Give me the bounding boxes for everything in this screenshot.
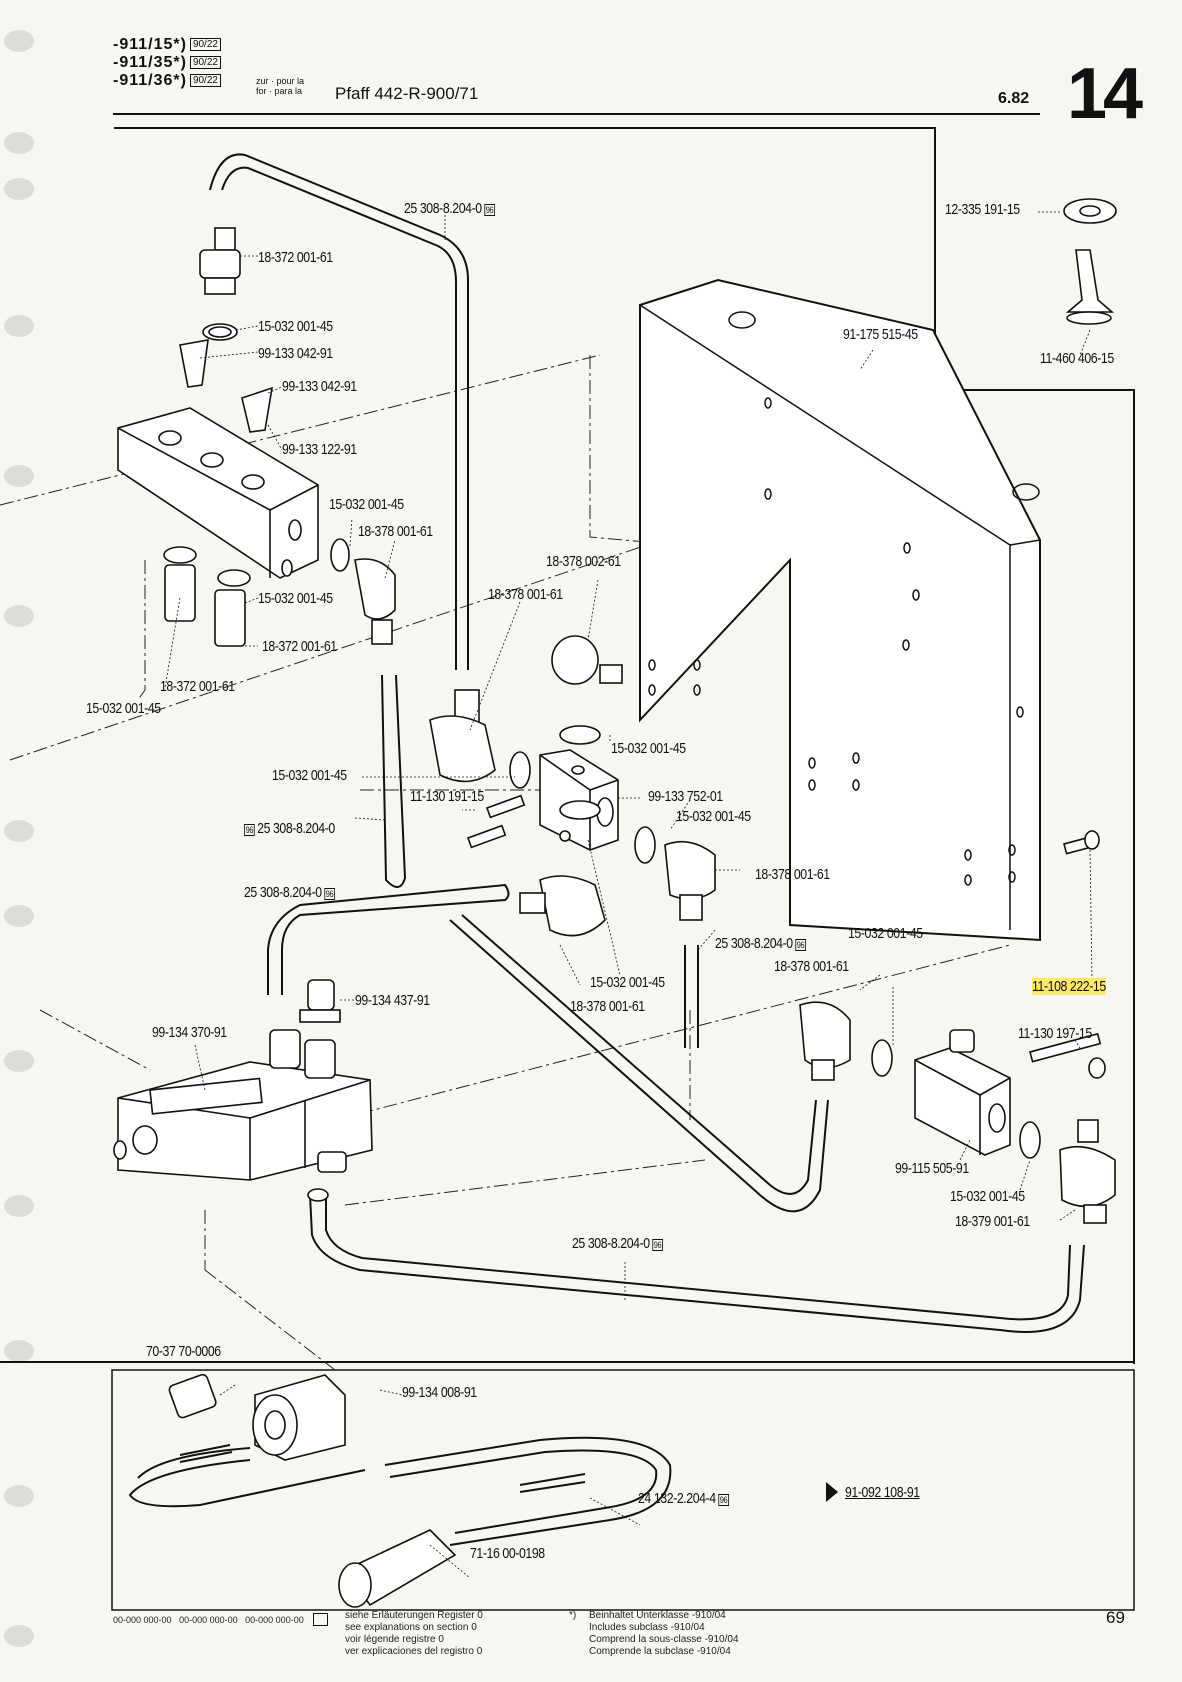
binder-hole: [4, 1050, 34, 1072]
part-label: 18-378 001-61: [774, 958, 849, 975]
part-label: 15-032 001-45: [329, 496, 404, 513]
part-label: 18-378 001-61: [488, 586, 563, 603]
part-label: 15-032 001-45: [272, 767, 347, 784]
part-label: 18-378 002-61: [546, 553, 621, 570]
part-label: 11-460 406-15: [1040, 350, 1114, 367]
part-label: 18-372 001-61: [258, 249, 333, 266]
for-label: zur · pour la for · para la: [256, 76, 304, 96]
placeholder-number: 00-000 000-00: [179, 1615, 238, 1625]
part-label: 99-134 008-91: [402, 1384, 477, 1401]
binder-hole: [4, 465, 34, 487]
binder-hole: [4, 820, 34, 842]
model-line: -911/15*)90/22: [113, 36, 221, 54]
part-label: 15-032 001-45: [950, 1188, 1025, 1205]
part-label: 15-032 001-45: [258, 590, 333, 607]
part-label: 91-175 515-45: [843, 326, 918, 343]
subclass-note: Beinhaltet Unterklasse -910/04 Includes …: [589, 1610, 739, 1657]
part-label: 11-130 191-15: [410, 788, 484, 805]
part-label: 15-032 001-45: [676, 808, 751, 825]
binder-hole: [4, 30, 34, 52]
part-label: 18-378 001-61: [358, 523, 433, 540]
binder-hole: [4, 132, 34, 154]
section-number: 14: [1067, 54, 1143, 134]
model-line: -911/35*)90/22: [113, 54, 221, 72]
part-label: 15-032 001-45: [611, 740, 686, 757]
note-mark: *): [569, 1610, 577, 1621]
part-label: 18-372 001-61: [160, 678, 235, 695]
part-label: 99-133 042-91: [282, 378, 357, 395]
part-label: 11-130 197-15: [1018, 1025, 1092, 1042]
placeholder-number: 00-000 000-00: [245, 1615, 304, 1625]
binder-hole: [4, 905, 34, 927]
part-label: 15-032 001-45: [258, 318, 333, 335]
machine-title: Pfaff 442-R-900/71: [335, 84, 479, 103]
binder-hole: [4, 1625, 34, 1647]
issue-date: 6.82: [998, 90, 1030, 107]
model-line: -911/36*)90/22: [113, 72, 221, 90]
part-label: 18-378 001-61: [570, 998, 645, 1015]
for-label-en: for · para la: [256, 86, 303, 96]
part-label-reference: 91-092 108-91: [845, 1484, 920, 1501]
model-list: -911/15*)90/22 -911/35*)90/22 -911/36*)9…: [113, 36, 221, 90]
part-label: 18-372 001-61: [262, 638, 337, 655]
part-label: 70-37 70-0006: [146, 1343, 221, 1360]
part-label: 18-379 001-61: [955, 1213, 1030, 1230]
part-label: 99-133 122-91: [282, 441, 357, 458]
placeholder-number: 00-000 000-00: [113, 1615, 172, 1625]
part-label: 11-108 222-15: [1032, 978, 1106, 995]
binder-hole: [4, 1485, 34, 1507]
part-label: 99-134 437-91: [355, 992, 430, 1009]
part-label: 99-134 370-91: [152, 1024, 227, 1041]
binder-hole: [4, 1195, 34, 1217]
for-label-de: zur · pour la: [256, 76, 305, 86]
part-label: 18-378 001-61: [755, 866, 830, 883]
binder-hole: [4, 605, 34, 627]
part-label: 71-16 00-0198: [470, 1545, 545, 1562]
register-note: siehe Erläuterungen Register 0 see expla…: [345, 1610, 483, 1657]
part-label: 15-032 001-45: [590, 974, 665, 991]
part-label: 99-133 042-91: [258, 345, 333, 362]
part-label: 15-032 001-45: [86, 700, 161, 717]
part-label: 99-133 752-01: [648, 788, 723, 805]
binder-hole: [4, 315, 34, 337]
part-label: 12-335 191-15: [945, 201, 1020, 218]
binder-hole: [4, 1340, 34, 1362]
page-number: 69: [1106, 1608, 1125, 1627]
footer-placeholders: 00-000 000-00 00-000 000-00 00-000 000-0…: [113, 1614, 304, 1626]
part-label: 99-115 505-91: [895, 1160, 969, 1177]
register-box-icon: [313, 1613, 328, 1626]
highlighted-part-number: 11-108 222-15: [1032, 978, 1106, 995]
part-label: 15-032 001-45: [848, 925, 923, 942]
binder-hole: [4, 178, 34, 200]
